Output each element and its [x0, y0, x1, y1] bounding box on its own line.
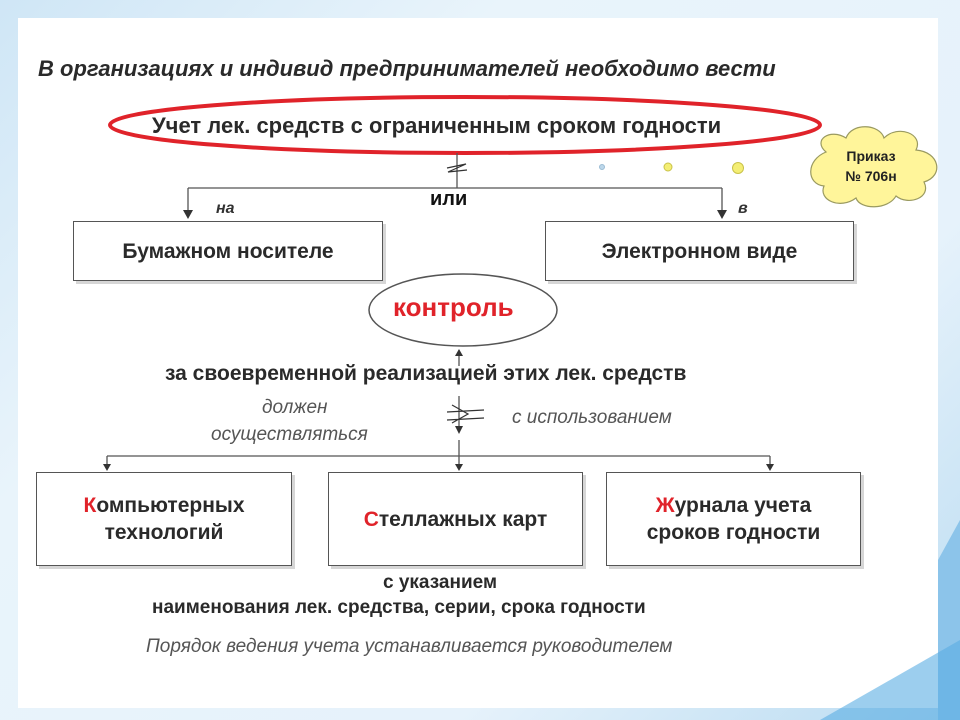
page-title: В организациях и индивид предпринимателе… [38, 56, 776, 81]
electronic-medium-box: Электронном виде [545, 221, 854, 281]
cards-rest: теллажных карт [378, 507, 548, 531]
computer-line2: технологий [104, 521, 224, 544]
connector-or-label: или [430, 188, 468, 210]
control-label: контроль [393, 292, 514, 322]
decorative-stripe [938, 520, 960, 720]
main-requirement: Учет лек. средств с ограниченным сроком … [152, 113, 722, 138]
computer-tech-box: Компьютерных технологий [36, 472, 292, 566]
computer-line1-rest: омпьютерных [96, 494, 245, 517]
using-label: с использованием [512, 407, 672, 428]
shelf-cards-box: Стеллажных карт [328, 472, 583, 566]
cards-first-letter: С [363, 507, 379, 531]
branch-right-label: в [738, 200, 748, 217]
journal-line1-rest: урнала учета [674, 494, 812, 517]
must-line1: должен [262, 397, 328, 418]
control-subject: за своевременной реализацией этих лек. с… [165, 362, 687, 385]
journal-first-letter: Ж [655, 494, 675, 517]
indication-line1: с указанием [383, 572, 498, 593]
must-line2: осуществляться [211, 424, 368, 445]
computer-first-letter: К [83, 494, 97, 517]
procedure-note: Порядок ведения учета устанавливается ру… [146, 636, 673, 657]
indication-line2: наименования лек. средства, серии, срока… [152, 597, 646, 618]
order-note: Приказ № 706н [828, 146, 914, 186]
journal-box: Журнала учета сроков годности [606, 472, 861, 566]
order-note-line1: Приказ [846, 148, 896, 164]
branch-left-label: на [216, 200, 235, 217]
order-note-line2: № 706н [845, 168, 897, 184]
journal-line2: сроков годности [646, 521, 821, 544]
paper-medium-box: Бумажном носителе [73, 221, 383, 281]
